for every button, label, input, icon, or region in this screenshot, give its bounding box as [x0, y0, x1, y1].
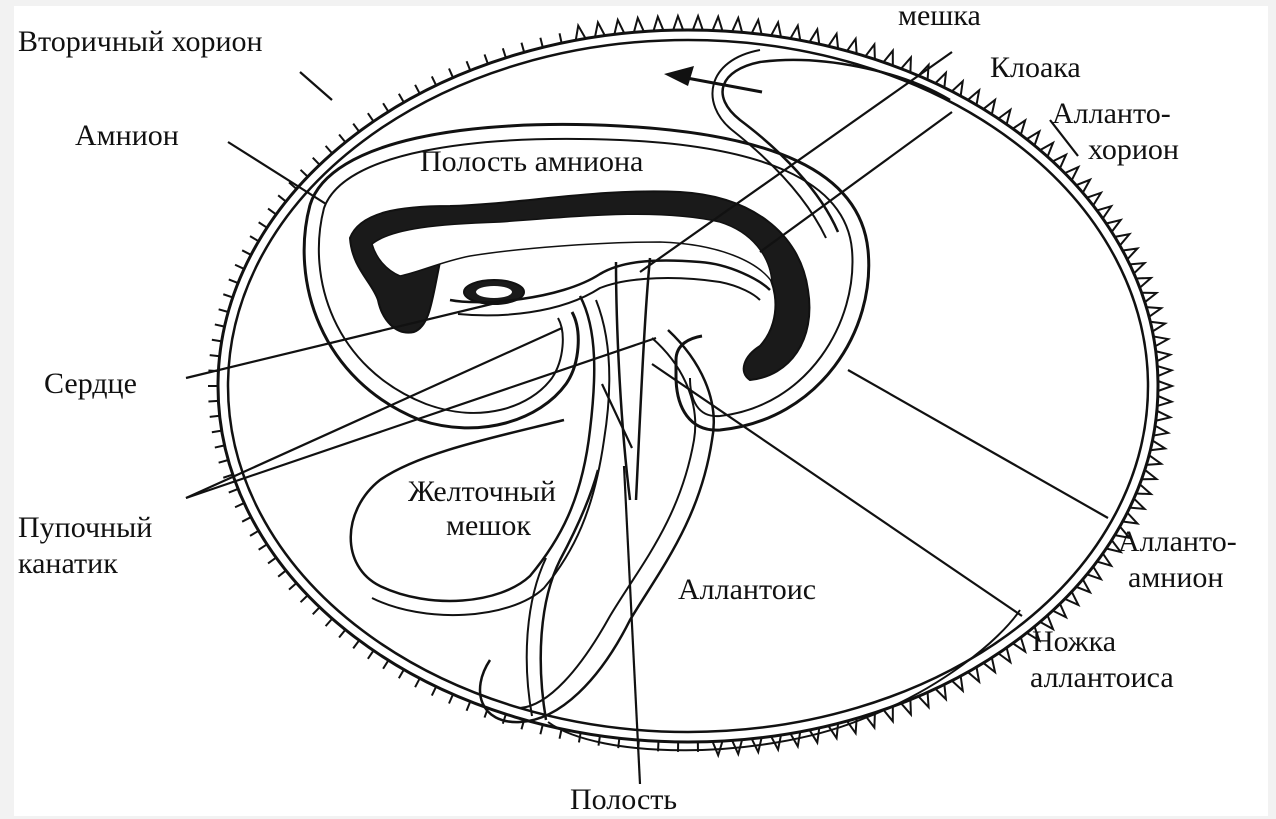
label-allanto-chorion-2: хорион: [1088, 134, 1179, 166]
label-allanto-amnion-2: амнион: [1128, 562, 1223, 594]
label-amnion: Амнион: [75, 120, 179, 152]
umbilical-stalk-left: [616, 262, 630, 500]
yolk-sac-outer: [351, 296, 595, 601]
heart-lumen: [476, 286, 512, 298]
diagram-canvas: Вторичный хорион Амнион Полость амниона …: [14, 6, 1268, 816]
label-cavity: Полость: [570, 784, 677, 816]
umbilical-stalk-right: [636, 258, 650, 500]
villus-tooth: [1157, 366, 1171, 376]
label-yolk-sac-1: Желточный: [408, 476, 556, 508]
label-umbilical-cord-2: канатик: [18, 548, 118, 580]
label-secondary-chorion: Вторичный хорион: [18, 26, 263, 58]
villus-tooth: [1157, 396, 1171, 406]
label-sac-top: мешка: [898, 0, 981, 32]
label-allanto-amnion-1: Алланто-: [1118, 526, 1237, 558]
label-amnion-cavity: Полость амниона: [420, 146, 643, 178]
label-umbilical-cord-1: Пупочный: [18, 512, 152, 544]
label-allanto-chorion-1: Алланто-: [1052, 98, 1171, 130]
label-yolk-sac-2: мешок: [446, 510, 531, 542]
villus-tooth: [673, 16, 683, 30]
villus-tooth: [1158, 381, 1172, 391]
label-cloaca: Клоака: [990, 52, 1081, 84]
label-heart: Сердце: [44, 368, 137, 400]
label-allantois: Аллантоис: [678, 574, 816, 606]
villus-tooth: [693, 16, 703, 30]
yolk-sac-inner: [372, 300, 609, 615]
label-allantois-stalk-1: Ножка: [1032, 626, 1116, 658]
label-allantois-stalk-2: аллантоиса: [1030, 662, 1174, 694]
villus-tooth: [653, 17, 663, 31]
flow-arrow-head: [664, 66, 694, 86]
villus-tooth: [713, 17, 723, 31]
